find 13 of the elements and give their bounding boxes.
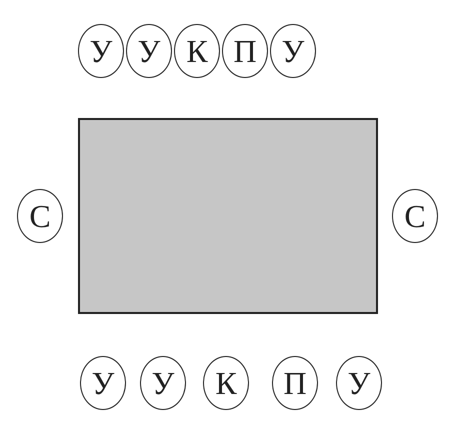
seat-marker: У: [336, 356, 382, 410]
seat-marker: П: [272, 356, 318, 410]
seat-marker: К: [174, 24, 220, 78]
seat-marker: С: [392, 189, 438, 243]
table: [78, 118, 378, 314]
seat-marker: У: [140, 356, 186, 410]
seat-marker: У: [78, 24, 124, 78]
seat-marker: К: [203, 356, 249, 410]
seat-marker: У: [270, 24, 316, 78]
seat-marker: У: [126, 24, 172, 78]
seat-marker: С: [17, 189, 63, 243]
seat-marker: У: [80, 356, 126, 410]
seat-marker: П: [222, 24, 268, 78]
